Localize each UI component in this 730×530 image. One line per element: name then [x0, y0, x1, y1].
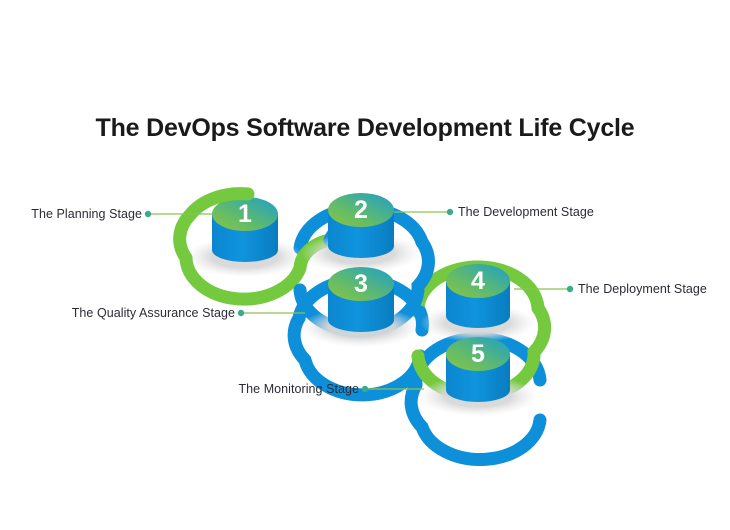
connector-quality-assurance [237, 309, 305, 317]
stage-label-planning[interactable]: The Planning Stage [31, 207, 142, 221]
connector-dot-planning [144, 210, 152, 218]
cylinder-cap-2 [328, 193, 394, 227]
stage-label-deployment[interactable]: The Deployment Stage [578, 282, 707, 296]
connector-monitoring [361, 385, 424, 393]
stage-label-quality-assurance[interactable]: The Quality Assurance Stage [71, 306, 235, 320]
stage-node-3[interactable]: 3 [301, 267, 421, 347]
stage-number-3: 3 [354, 270, 368, 298]
connector-dot-development [446, 208, 454, 216]
stage-node-1[interactable]: 1 [185, 197, 305, 277]
stage-number-5: 5 [471, 340, 485, 368]
cylinder-cap-5 [446, 337, 510, 371]
stage-node-4[interactable]: 4 [420, 264, 536, 342]
connector-dot-quality-assurance [237, 309, 245, 317]
stage-number-4: 4 [471, 267, 485, 295]
stage-number-1: 1 [238, 200, 252, 228]
stage-number-2: 2 [354, 196, 368, 224]
ring-stage-5-front [404, 378, 547, 467]
cylinder-cap-1 [212, 197, 278, 231]
cylinder-cap-4 [446, 264, 510, 298]
connector-deployment [514, 285, 574, 293]
cylinder-cap-3 [328, 267, 394, 301]
page-title: The DevOps Software Development Life Cyc… [95, 114, 635, 142]
stage-label-development[interactable]: The Development Stage [458, 205, 594, 219]
connector-development [394, 208, 454, 216]
connector-dot-deployment [566, 285, 574, 293]
ring-stage-3-front [287, 311, 427, 402]
stage-node-5[interactable]: 5 [418, 337, 538, 416]
stage-node-2[interactable]: 2 [301, 193, 421, 273]
connector-dot-monitoring [361, 385, 369, 393]
connector-planning [144, 210, 212, 218]
stage-label-monitoring[interactable]: The Monitoring Stage [238, 382, 359, 396]
ring-stage-1-top [183, 187, 255, 222]
